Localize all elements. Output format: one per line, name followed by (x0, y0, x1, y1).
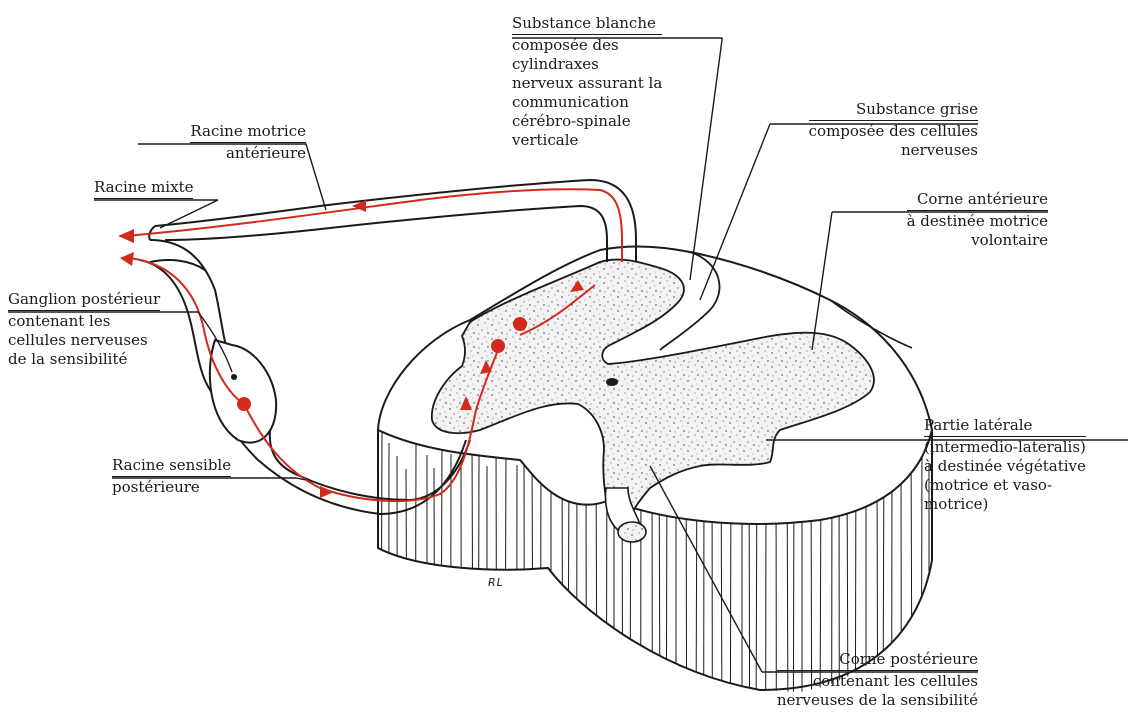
label-title: Substance grise (809, 100, 978, 121)
label-title: Racine motrice (190, 122, 306, 143)
motor-arrow-end (118, 229, 134, 243)
label-title: Partie latérale (924, 416, 1086, 437)
label-title: Ganglion postérieur (8, 290, 160, 311)
label-ganglion: Ganglion postérieur contenant les cellul… (8, 290, 160, 369)
label-line: postérieure (112, 478, 231, 497)
label-line: composée des (512, 36, 662, 55)
label-line: contenant les cellules (777, 672, 978, 691)
label-substance-blanche: Substance blanche composée des cylindrax… (512, 14, 662, 150)
label-line: nerveuses de la sensibilité (777, 691, 978, 710)
label-line: motrice) (924, 495, 1086, 514)
label-line: cylindraxes (512, 55, 662, 74)
label-line: à destinée motrice (907, 212, 1048, 231)
label-title: Racine sensible (112, 456, 231, 477)
label-title: Substance blanche (512, 14, 662, 35)
sensory-arrow-end (120, 252, 134, 266)
label-line: nerveuses (809, 141, 978, 160)
label-line: volontaire (907, 231, 1048, 250)
label-racine-sensible: Racine sensible postérieure (112, 456, 231, 497)
label-title: Racine mixte (94, 178, 193, 199)
label-racine-motrice: Racine motrice antérieure (190, 122, 306, 163)
label-line: antérieure (190, 144, 306, 163)
label-corne-anterieure: Corne antérieure à destinée motrice volo… (907, 190, 1048, 250)
label-corne-posterieure: Corne postérieure contenant les cellules… (777, 650, 978, 710)
label-line: composée des cellules (809, 122, 978, 141)
artist-signature: RL (488, 576, 504, 589)
label-title: Corne postérieure (777, 650, 978, 671)
label-line: de la sensibilité (8, 350, 160, 369)
label-line: contenant les (8, 312, 160, 331)
label-line: cérébro-spinale (512, 112, 662, 131)
label-line: (intermedio-lateralis) (924, 438, 1086, 457)
label-partie-laterale: Partie latérale (intermedio-lateralis) à… (924, 416, 1086, 514)
label-line: nerveux assurant la (512, 74, 662, 93)
label-line: (motrice et vaso- (924, 476, 1086, 495)
label-substance-grise: Substance grise composée des cellules ne… (809, 100, 978, 160)
label-title: Corne antérieure (907, 190, 1048, 211)
central-canal (606, 378, 618, 386)
horn-neuron-body (491, 339, 505, 353)
ganglion-dot (231, 374, 237, 380)
label-racine-mixte: Racine mixte (94, 178, 193, 200)
label-line: communication (512, 93, 662, 112)
label-line: verticale (512, 131, 662, 150)
motor-neuron-body (513, 317, 527, 331)
label-line: cellules nerveuses (8, 331, 160, 350)
anterior-motor-root (155, 180, 636, 262)
ganglion-neuron-body (237, 397, 251, 411)
label-line: à destinée végétative (924, 457, 1086, 476)
posterior-ganglion (210, 340, 276, 443)
